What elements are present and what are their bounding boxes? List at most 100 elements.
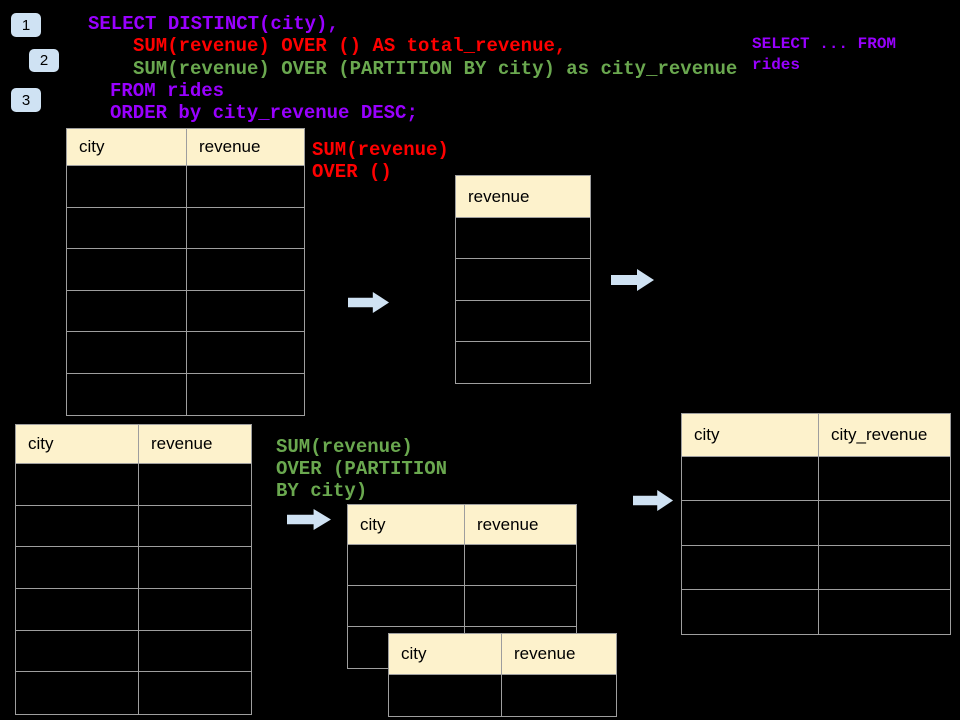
table-cell	[138, 464, 251, 505]
table-cell	[16, 589, 138, 630]
arrow-right-icon	[287, 508, 331, 531]
sql-line-select: SELECT DISTINCT(city),	[88, 13, 339, 35]
total-revenue-annotation: SUM(revenue) OVER ()	[312, 139, 449, 183]
table-cell	[67, 332, 186, 373]
table-row	[16, 505, 251, 548]
table-header-row: city revenue	[16, 425, 251, 464]
table-cell	[67, 166, 186, 207]
table-cell	[389, 675, 501, 716]
table-row	[67, 373, 304, 416]
table-cell	[138, 630, 251, 672]
column-header-city: city	[28, 434, 54, 453]
partitioned-overlap-table: city revenue	[388, 633, 617, 717]
table-row	[16, 547, 251, 590]
sql-line-from: FROM rides	[110, 80, 225, 102]
select-from-rides-note: SELECT ... FROM rides	[752, 35, 897, 74]
table-row	[456, 259, 590, 301]
arrow-right-icon	[633, 489, 674, 512]
result-table: city city_revenue	[681, 413, 951, 636]
column-header-city: city	[360, 514, 386, 534]
table-row	[682, 589, 950, 635]
table-cell	[138, 505, 251, 547]
table-cell	[456, 218, 590, 258]
table-cell	[138, 589, 251, 630]
table-row	[16, 464, 251, 506]
table-cell	[456, 259, 590, 299]
table-cell	[818, 457, 950, 501]
table-row	[456, 341, 590, 384]
table-row	[348, 586, 576, 627]
table-header-row: city revenue	[67, 129, 304, 166]
total-revenue-table: revenue	[455, 175, 591, 385]
table-row	[682, 501, 950, 546]
arrow-right-icon	[611, 269, 654, 291]
table-cell	[186, 373, 304, 415]
table-cell	[67, 291, 186, 332]
table-header-row: revenue	[456, 176, 590, 218]
partitioned-table: city revenue	[347, 504, 577, 669]
column-header-revenue: revenue	[501, 634, 616, 674]
table-cell	[186, 290, 304, 331]
source-table-bottom: city revenue	[15, 424, 252, 716]
step-badge-3: 3	[11, 88, 41, 112]
table-cell	[186, 166, 304, 207]
column-header-city: city	[694, 425, 720, 444]
sql-line-partition: SUM(revenue) OVER (PARTITION BY city) as…	[133, 58, 738, 80]
table-cell	[464, 586, 576, 626]
table-cell	[16, 464, 138, 505]
table-cell	[682, 457, 818, 500]
table-cell	[348, 586, 464, 626]
table-cell	[67, 249, 186, 290]
table-cell	[186, 332, 304, 373]
column-header-city-revenue: city_revenue	[818, 414, 950, 456]
column-header-revenue: revenue	[468, 186, 530, 206]
table-row	[456, 218, 590, 260]
table-cell	[682, 501, 818, 544]
step-badge-2: 2	[29, 49, 59, 72]
table-cell	[186, 207, 304, 248]
table-cell	[818, 545, 950, 589]
table-cell	[818, 501, 950, 545]
table-cell	[818, 589, 950, 635]
source-table-top: city revenue	[66, 128, 305, 416]
table-row	[16, 672, 251, 715]
table-row	[456, 300, 590, 342]
sql-line-total-revenue: SUM(revenue) OVER () AS total_revenue,	[133, 35, 567, 57]
table-cell	[682, 590, 818, 634]
table-row	[67, 166, 304, 208]
table-cell	[186, 249, 304, 290]
table-cell	[16, 631, 138, 672]
table-cell	[67, 374, 186, 416]
table-cell	[138, 547, 251, 589]
partition-annotation: SUM(revenue) OVER (PARTITION BY city)	[276, 436, 448, 502]
table-header-row: city city_revenue	[682, 414, 950, 457]
table-cell	[456, 301, 590, 341]
table-row	[682, 545, 950, 590]
table-cell	[67, 208, 186, 249]
table-header-row: city revenue	[348, 505, 576, 545]
table-cell	[348, 545, 464, 585]
table-row	[16, 630, 251, 673]
table-row	[67, 249, 304, 291]
column-header-city: city	[79, 137, 105, 156]
table-cell	[16, 506, 138, 547]
column-header-revenue: revenue	[138, 425, 251, 463]
column-header-revenue: revenue	[464, 505, 576, 544]
table-row	[389, 675, 616, 716]
table-row	[67, 290, 304, 332]
step-badge-1: 1	[11, 13, 41, 37]
table-cell	[456, 342, 590, 383]
table-row	[67, 332, 304, 374]
table-row	[67, 207, 304, 249]
table-row	[682, 457, 950, 502]
table-cell	[16, 672, 138, 714]
column-header-revenue: revenue	[186, 129, 304, 165]
sql-line-order-by: ORDER by city_revenue DESC;	[110, 102, 418, 124]
table-row	[16, 589, 251, 631]
table-cell	[501, 675, 616, 716]
table-header-row: city revenue	[389, 634, 616, 675]
table-cell	[138, 672, 251, 715]
table-cell	[464, 545, 576, 585]
arrow-right-icon	[348, 291, 390, 314]
